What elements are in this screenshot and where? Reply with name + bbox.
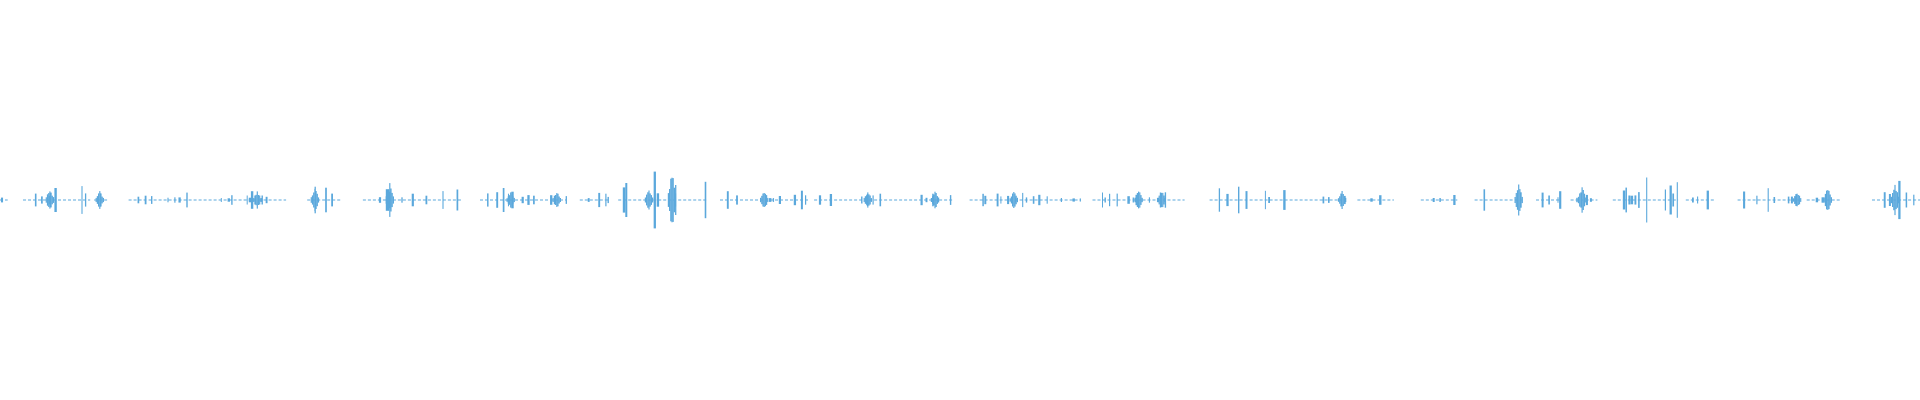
waveform-spike xyxy=(552,193,562,207)
waveform-spike xyxy=(863,192,873,208)
waveform-burst-group xyxy=(1576,194,1592,206)
waveform-spike xyxy=(1577,187,1587,213)
waveform-spike xyxy=(644,190,654,210)
waveform-burst-group xyxy=(1622,177,1678,223)
waveform-burst-group xyxy=(1541,191,1562,209)
waveform-spike xyxy=(1823,190,1833,210)
waveform-burst-group xyxy=(137,191,268,209)
waveform-spike xyxy=(310,188,320,212)
waveform-spike xyxy=(1792,193,1802,207)
waveform-spike xyxy=(95,191,105,209)
waveform-burst-group xyxy=(587,192,609,208)
waveform-burst-group xyxy=(622,171,707,229)
waveform-burst-group xyxy=(1102,192,1167,208)
waveform-spike xyxy=(45,191,55,209)
waveform-spike xyxy=(1514,184,1523,216)
waveform-spike xyxy=(1009,192,1019,208)
waveform-burst-group xyxy=(1815,197,1824,203)
waveform-spike xyxy=(1157,192,1166,208)
waveform-burst-group xyxy=(1218,186,1346,214)
waveform-burst-group xyxy=(1883,192,1891,208)
waveform-spike xyxy=(1337,191,1347,209)
waveform-burst-group xyxy=(1898,180,1915,220)
waveform-burst-group xyxy=(1692,190,1709,210)
waveform-spike xyxy=(1134,191,1143,209)
waveform-spike xyxy=(506,192,515,208)
waveform-spike xyxy=(930,191,940,209)
waveform-spike xyxy=(667,177,677,223)
waveform-burst-group xyxy=(726,190,807,210)
waveform-spike xyxy=(385,183,394,217)
waveform-spike xyxy=(1890,184,1900,216)
waveform-burst-group xyxy=(1432,195,1456,205)
waveform-spike xyxy=(253,191,262,209)
waveform-burst-group xyxy=(1370,195,1382,205)
waveform-spike xyxy=(759,193,769,207)
